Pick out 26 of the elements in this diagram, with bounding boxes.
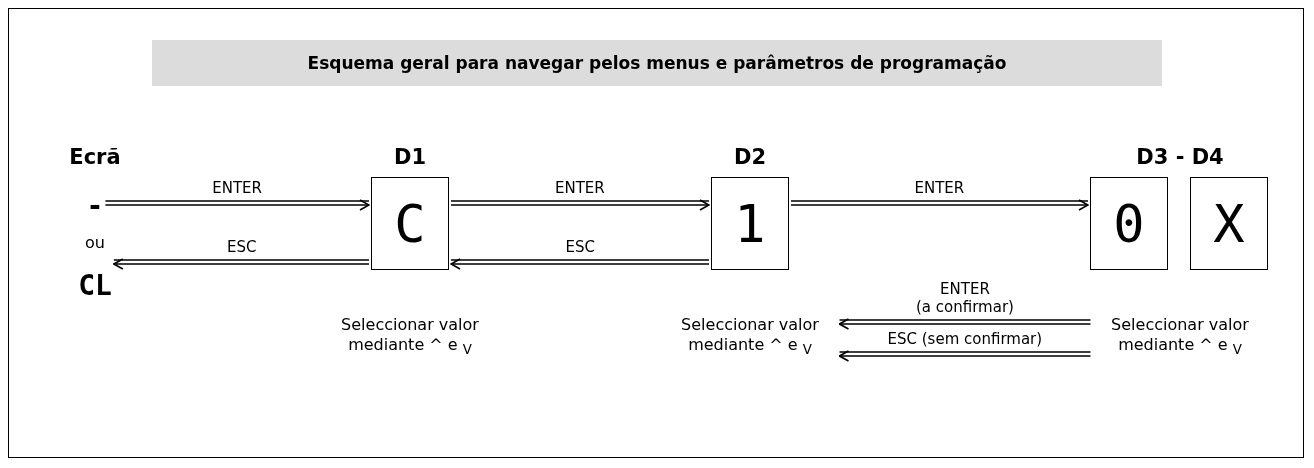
display-digit: 1	[734, 197, 766, 250]
double-arrow	[790, 199, 1089, 211]
connector-word: ou	[85, 233, 105, 252]
double-arrow	[838, 350, 1092, 362]
title-banner: Esquema geral para navegar pelos menus e parâmetros de programação	[152, 40, 1162, 86]
column-heading: Ecrã	[68, 145, 122, 169]
column-heading: D3 - D4	[1135, 145, 1225, 169]
display-digit: X	[1213, 197, 1245, 250]
display-box	[1190, 177, 1268, 270]
double-arrow	[104, 199, 370, 211]
display-reading: CL	[78, 269, 112, 302]
double-arrow	[450, 258, 710, 270]
double-arrow	[450, 199, 710, 211]
instruction-text: Seleccionar valor mediante ^ e $_{V}$	[340, 315, 480, 359]
display-reading: -	[86, 189, 104, 222]
double-arrow	[113, 258, 370, 270]
edge-label: ESC (sem confirmar)	[887, 330, 1043, 348]
column-heading: D1	[392, 145, 427, 169]
column-heading: D2	[732, 145, 767, 169]
double-arrow	[838, 318, 1092, 330]
edge-label: ENTER (a confirmar)	[916, 280, 1014, 316]
instruction-text: Seleccionar valor mediante ^ e $_{V}$	[1110, 315, 1250, 359]
display-digit: 0	[1113, 197, 1145, 250]
display-box	[1090, 177, 1168, 270]
display-digit: C	[394, 197, 426, 250]
instruction-text: Seleccionar valor mediante ^ e $_{V}$	[680, 315, 820, 359]
